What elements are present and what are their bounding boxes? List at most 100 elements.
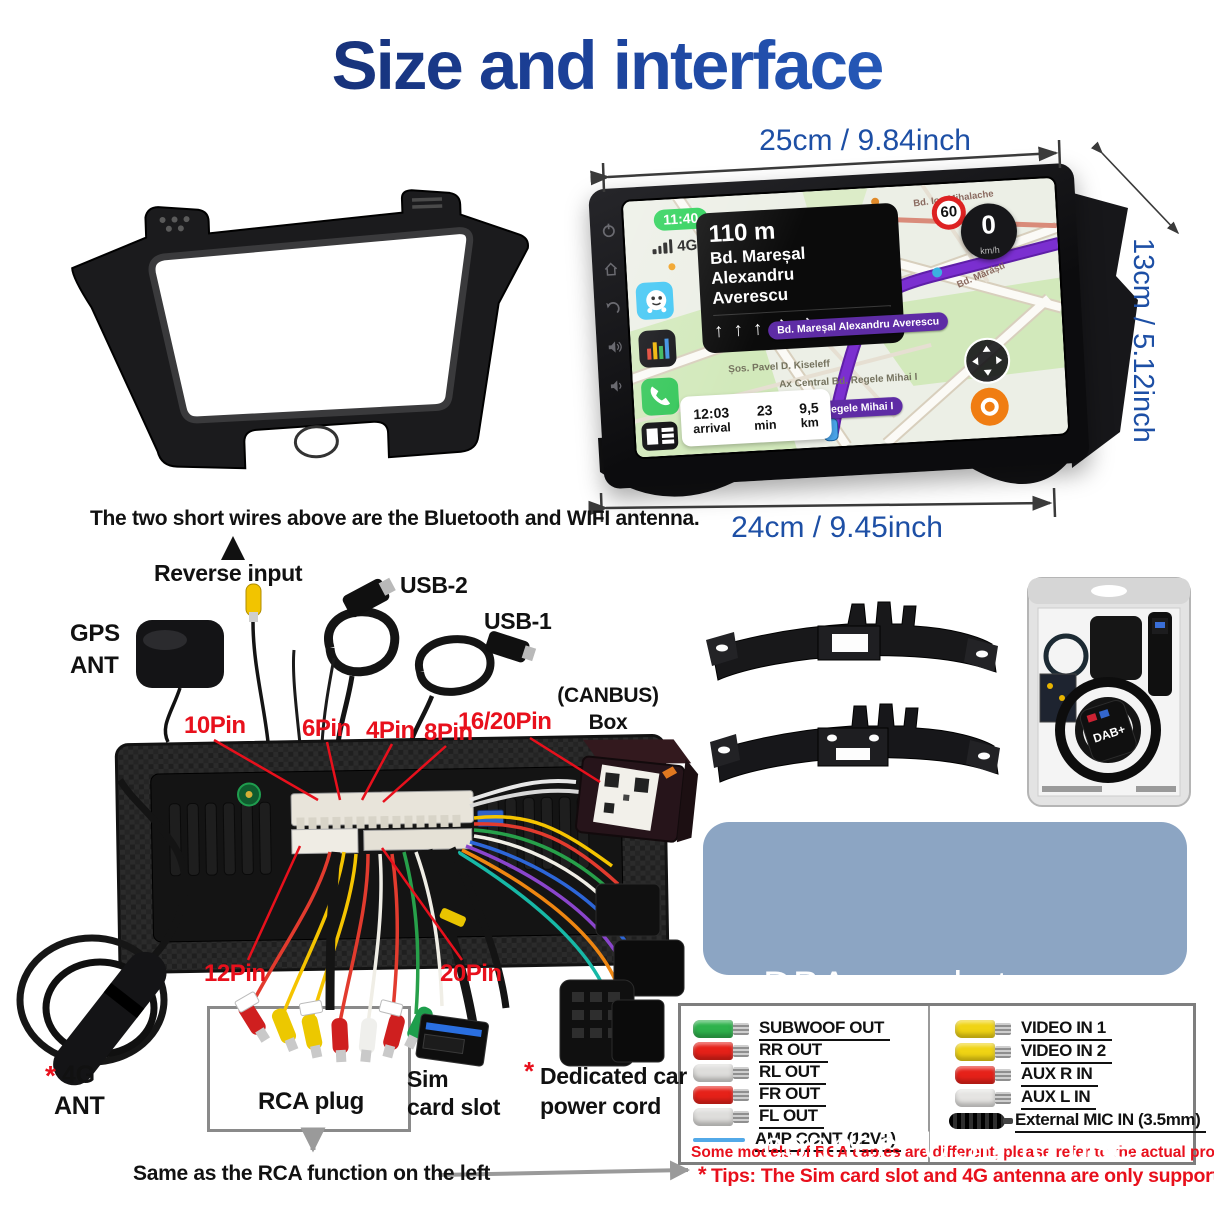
head-unit: 11:40 4G 110 m Bd. M	[588, 162, 1090, 490]
pin1620-label: 16/20Pin	[458, 708, 552, 735]
pin8-label: 8Pin	[424, 719, 473, 746]
tips-star: *	[698, 1162, 707, 1187]
legend-note: Some models of RCA cables are different,…	[691, 1144, 1214, 1161]
same-rca-label: Same as the RCA function on the left	[133, 1162, 491, 1185]
volume-up-icon	[608, 341, 622, 353]
phone-app-icon	[640, 377, 680, 417]
canbus-label: (CANBUS) Box	[550, 682, 666, 737]
volume-down-icon	[610, 380, 621, 392]
accessory-package: DAB+	[1027, 577, 1191, 807]
connector-legend: SUBWOOF OUT RR OUT RL OUT FR OUT FL OUT …	[678, 1003, 1214, 1165]
legend-row-auxr: AUX R IN	[955, 1064, 1099, 1087]
rca-right-arrow	[437, 1160, 690, 1181]
rca-plug-label: RCA plug	[258, 1088, 365, 1115]
back-icon	[605, 302, 620, 314]
tips-note: * Tips: The Sim card slot and 4G antenna…	[698, 1162, 1214, 1188]
mounting-bracket-top	[706, 601, 998, 681]
usb2-cable	[324, 577, 400, 745]
power-star: *	[524, 1056, 535, 1086]
bt-wifi-wires	[291, 649, 336, 745]
legend-label: External MIC IN (3.5mm)	[1015, 1110, 1207, 1133]
power-label-line1: Dedicated car	[540, 1063, 687, 1089]
legend-label: AUX R IN	[1021, 1064, 1099, 1087]
sim-label-line1: Sim	[407, 1066, 449, 1092]
bt-wifi-note: The two short wires above are the Blueto…	[90, 507, 700, 530]
dimension-lines	[588, 139, 1180, 523]
ant4g-label-line2: ANT	[54, 1092, 105, 1121]
carplay-dashboard-icon	[641, 421, 679, 452]
pin12-label: 12Pin	[204, 960, 266, 987]
rca-connector-icon	[693, 1042, 749, 1060]
dimension-side: 13cm / 5.12inch	[1127, 238, 1159, 443]
pin4-label: 4Pin	[366, 717, 415, 744]
power-cord-label: Dedicated car power cord	[540, 1062, 687, 1122]
legend-label: VIDEO IN 2	[1021, 1041, 1112, 1064]
pin-leader-lines	[213, 736, 601, 961]
canbus-label-line2: Box	[588, 711, 628, 735]
legend-row-video2: VIDEO IN 2	[955, 1041, 1112, 1064]
gps-label-line2: ANT	[70, 652, 119, 680]
ant4g-label: 4G ANT	[54, 1060, 105, 1123]
legend-row-subwoof: SUBWOOF OUT	[693, 1018, 890, 1041]
dba-note-text: DBA needs to connect USB to use	[763, 854, 1135, 1214]
tips-text: Tips: The Sim card slot and 4G antenna a…	[711, 1165, 1214, 1187]
usb1-label: USB-1	[484, 608, 552, 634]
dimension-top: 25cm / 9.84inch	[759, 124, 971, 157]
rca-connector-icon	[693, 1064, 749, 1082]
waze-app-icon	[635, 281, 675, 321]
legend-label: VIDEO IN 1	[1021, 1018, 1112, 1041]
mounting-bracket-bottom	[710, 703, 1000, 783]
legend-label: FR OUT	[759, 1084, 826, 1107]
sim-card-module	[415, 1013, 489, 1067]
power-label-line2: power cord	[540, 1092, 661, 1119]
audio-app-icon	[637, 329, 677, 369]
sim-label: Sim card slot	[407, 1066, 500, 1121]
sim-label-line2: card slot	[407, 1093, 501, 1120]
rca-connector-icon	[955, 1066, 1011, 1084]
rca-connector-icon	[693, 1020, 749, 1038]
antenna-4g	[16, 778, 189, 1086]
wire-icon	[693, 1138, 745, 1142]
rca-connector-icon	[955, 1089, 1011, 1107]
unit-screen: 11:40 4G 110 m Bd. M	[620, 175, 1071, 460]
page-title: Size and interface	[0, 26, 1214, 105]
legend-label: RR OUT	[759, 1040, 828, 1063]
legend-row-rr: RR OUT	[693, 1040, 828, 1063]
rca-connector-icon	[693, 1108, 749, 1126]
reverse-input-label: Reverse input	[154, 560, 303, 586]
rca-connector-icon	[955, 1020, 1011, 1038]
rca-plug-fan	[234, 991, 433, 1063]
mic-jack-icon	[949, 1113, 1013, 1129]
pin6-label: 6Pin	[302, 715, 351, 742]
dba-line2: connect USB to use	[763, 1123, 1135, 1168]
power-icon	[602, 223, 615, 238]
canbus-box	[575, 739, 699, 843]
legend-label: AMP CONT (12V+)	[755, 1129, 902, 1152]
legend-row-mic: External MIC IN (3.5mm)	[949, 1110, 1207, 1133]
dba-note-box: DBA needs to connect USB to use	[703, 822, 1187, 1168]
usb2-label: USB-2	[400, 572, 468, 598]
rca-connector-icon	[955, 1043, 1011, 1061]
pin20-label: 20Pin	[440, 960, 502, 987]
reverse-input-cable	[245, 583, 270, 743]
gps-label-line1: GPS	[70, 620, 120, 647]
legend-row-auxl: AUX L IN	[955, 1087, 1097, 1110]
canbus-label-line1: (CANBUS)	[557, 684, 659, 707]
legend-row-fl: FL OUT	[693, 1106, 824, 1129]
rca-connector-icon	[693, 1086, 749, 1104]
ant4g-star: *	[45, 1060, 56, 1091]
legend-label: RL OUT	[759, 1062, 826, 1085]
legend-label: FL OUT	[759, 1106, 824, 1129]
legend-row-video1: VIDEO IN 1	[955, 1018, 1112, 1041]
legend-row-rl: RL OUT	[693, 1062, 826, 1085]
dimension-bottom: 24cm / 9.45inch	[731, 511, 943, 544]
pin10-label: 10Pin	[184, 712, 246, 739]
map-dpad-control	[962, 336, 1012, 386]
legend-divider	[928, 1006, 930, 1162]
fascia-frame	[71, 189, 529, 470]
gps-antenna	[136, 620, 224, 743]
legend-label: SUBWOOF OUT	[759, 1018, 890, 1041]
legend-row-fr: FR OUT	[693, 1084, 826, 1107]
